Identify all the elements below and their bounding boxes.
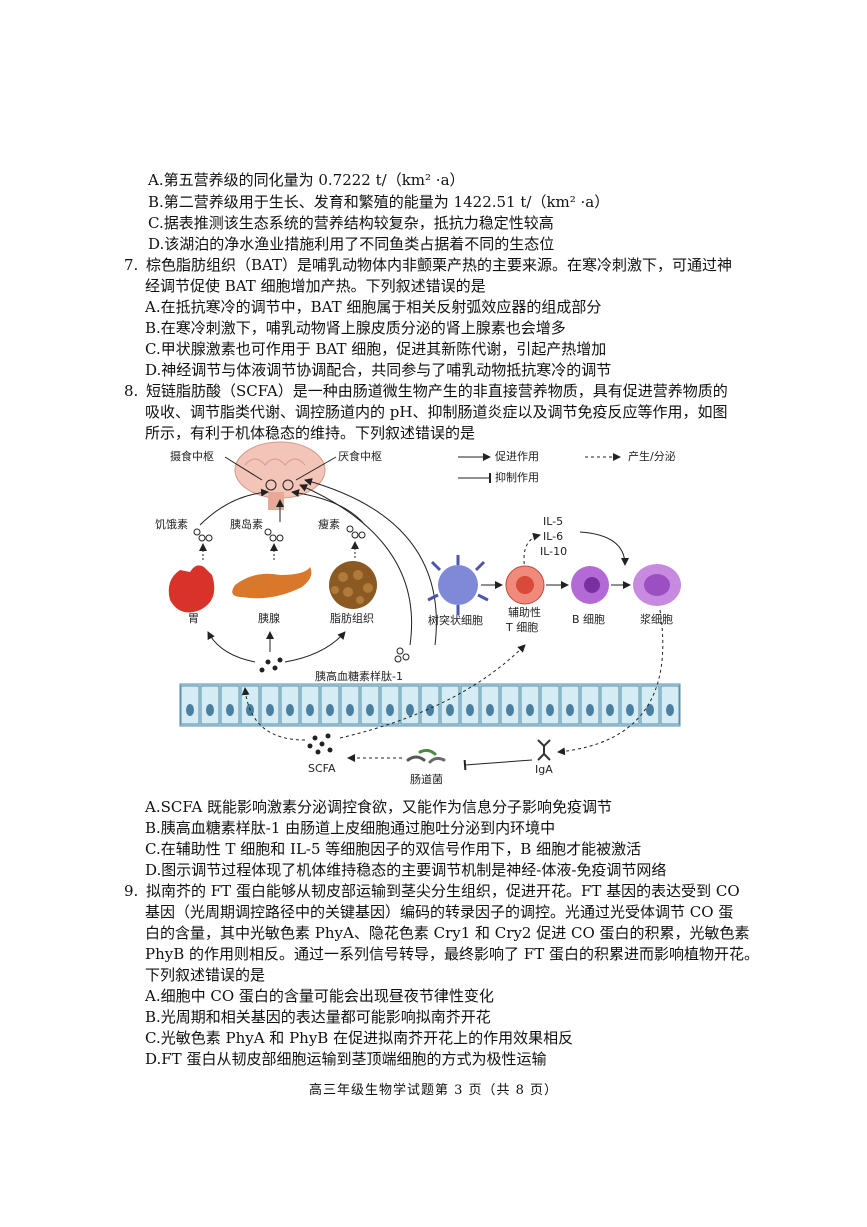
epithelial-nucleus: [206, 704, 214, 716]
page-footer: 高三年级生物学试题第 3 页（共 8 页）: [308, 1083, 559, 1098]
q6-option-d: D.该湖泊的净水渔业措施利用了不同鱼类占据着不同的生态位: [148, 235, 555, 253]
q7-stem-1: 棕色脂肪组织（BAT）是哺乳动物体内非颤栗产热的主要来源。在寒冷刺激下，可通过神: [146, 256, 733, 274]
brain-icon: [234, 441, 326, 510]
epithelial-nucleus: [666, 704, 674, 716]
stomach-label: 胃: [188, 612, 199, 625]
q9-option-d: D.FT 蛋白从韧皮部细胞运输到茎顶端细胞的方式为极性运输: [145, 1050, 547, 1068]
q9-option-a: A.细胞中 CO 蛋白的含量可能会出现昼夜节律性变化: [145, 987, 494, 1005]
epithelial-nucleus: [466, 704, 474, 716]
legend-inhibit: 抑制作用: [495, 470, 539, 484]
intestinal-epithelium: [179, 683, 681, 727]
epithelial-nucleus: [546, 704, 554, 716]
q8-option-b: B.胰高血糖素样肽-1 由肠道上皮细胞通过胞吐分泌到内环境中: [145, 819, 556, 837]
q7-option-d: D.神经调节与体液调节协调配合，共同参与了哺乳动物抵抗寒冷的调节: [145, 361, 612, 379]
epithelial-nucleus: [526, 704, 534, 716]
q7-number: 7.: [124, 256, 139, 274]
legend-produce: 产生/分泌: [628, 449, 676, 463]
epithelial-nucleus: [506, 704, 514, 716]
plasma-cell-label: 浆细胞: [640, 612, 673, 626]
pancreas-label: 胰腺: [258, 611, 280, 625]
q7-option-c: C.甲状腺激素也可作用于 BAT 细胞，促进其新陈代谢，引起产热增加: [145, 340, 607, 358]
dendritic-cell-icon: [427, 555, 489, 615]
epithelial-nucleus: [566, 704, 574, 716]
helper-t-cell-icon: [505, 565, 545, 605]
adipose-icon: [329, 561, 377, 609]
dendritic-cell-label: 树突状细胞: [428, 613, 483, 627]
pancreas-icon: [232, 567, 312, 599]
il6-label: IL-6: [543, 530, 563, 543]
iga-label: IgA: [535, 763, 553, 776]
epithelial-nucleus: [646, 704, 654, 716]
il10-label: IL-10: [540, 545, 567, 558]
satiety-center-label: 厌食中枢: [338, 449, 382, 463]
stomach-icon: [168, 565, 215, 613]
q7-option-b: B.在寒冷刺激下，哺乳动物肾上腺皮质分泌的肾上腺素也会增多: [145, 319, 566, 337]
il5-label: IL-5: [543, 515, 563, 528]
epithelial-nucleus: [586, 704, 594, 716]
q6-option-a: A.第五营养级的同化量为 0.7222 t/（km² ·a）: [148, 171, 465, 189]
plasma-cell-icon: [633, 564, 681, 606]
b-cell-label: B 细胞: [572, 613, 605, 626]
epithelial-nucleus: [186, 704, 194, 716]
epithelial-nucleus: [366, 704, 374, 716]
legend-promote: 促进作用: [495, 449, 539, 463]
q8-option-a: A.SCFA 既能影响激素分泌调控食欲，又能作为信息分子影响免疫调节: [145, 798, 613, 816]
q9-stem-5: 下列叙述错误的是: [145, 966, 266, 984]
q9-option-c: C.光敏色素 PhyA 和 PhyB 在促进拟南芥开花上的作用效果相反: [145, 1029, 574, 1047]
epithelial-nucleus: [286, 704, 294, 716]
feeding-center-label: 摄食中枢: [170, 449, 214, 463]
q6-option-b: B.第二营养级用于生长、发育和繁殖的能量为 1422.51 t/（km² ·a）: [148, 193, 610, 211]
epithelial-nucleus: [626, 704, 634, 716]
insulin-label: 胰岛素: [230, 517, 263, 531]
scfa-regulation-figure: 摄食中枢 厌食中枢 促进作用 抑制作用 产生/分泌 饥饿素 胰岛素 瘦素 胃 胰…: [155, 441, 681, 785]
q8-stem-1: 短链脂肪酸（SCFA）是一种由肠道微生物产生的非直接营养物质，具有促进营养物质的: [146, 382, 728, 400]
epithelial-nucleus: [266, 704, 274, 716]
q8-stem-3: 所示，有利于机体稳态的维持。下列叙述错误的是: [145, 424, 476, 442]
q7-option-a: A.在抵抗寒冷的调节中，BAT 细胞属于相关反射弧效应器的组成部分: [145, 298, 602, 316]
epithelial-nucleus: [406, 704, 414, 716]
q8-number: 8.: [124, 382, 139, 400]
q8-option-c: C.在辅助性 T 细胞和 IL-5 等细胞因子的双信号作用下，B 细胞才能被激活: [145, 840, 642, 858]
epithelial-nucleus: [446, 704, 454, 716]
ghrelin-label: 饥饿素: [155, 517, 188, 531]
q8-stem-2: 吸收、调节脂类代谢、调控肠道内的 pH、抑制肠道炎症以及调节免疫反应等作用，如图: [145, 403, 728, 421]
epithelial-nucleus: [386, 704, 394, 716]
scfa-label: SCFA: [308, 762, 336, 775]
helper-t-label-1: 辅助性: [508, 605, 541, 619]
q7-stem-2: 经调节促使 BAT 细胞增加产热。下列叙述错误的是: [145, 277, 486, 295]
leptin-label: 瘦素: [318, 517, 340, 531]
epithelial-nucleus: [486, 704, 494, 716]
epithelial-nucleus: [346, 704, 354, 716]
helper-t-label-2: T 细胞: [505, 621, 538, 634]
q9-stem-2: 基因（光周期调控路径中的关键基因）编码的转录因子的调控。光通过光受体调节 CO …: [145, 903, 734, 921]
adipose-label: 脂肪组织: [330, 611, 374, 625]
q6-option-c: C.据表推测该生态系统的营养结构较复杂，抵抗力稳定性较高: [148, 214, 554, 232]
gut-bacteria-label: 肠道菌: [410, 772, 443, 785]
epithelial-nucleus: [326, 704, 334, 716]
epithelial-nucleus: [606, 704, 614, 716]
b-cell-icon: [571, 566, 609, 604]
q9-stem-3: 白的含量，其中光敏色素 PhyA、隐花色素 Cry1 和 Cry2 促进 CO …: [145, 924, 750, 942]
glp1-label: 胰高血糖素样肽-1: [315, 669, 403, 683]
q9-stem-4: PhyB 的作用则相反。通过一系列信号转导，最终影响了 FT 蛋白的积累进而影响…: [145, 945, 759, 963]
q8-option-d: D.图示调节过程体现了机体维持稳态的主要调节机制是神经-体液-免疫调节网络: [145, 861, 667, 879]
q9-stem-1: 拟南芥的 FT 蛋白能够从韧皮部运输到茎尖分生组织，促进开花。FT 基因的表达受…: [146, 882, 740, 900]
epithelial-nucleus: [226, 704, 234, 716]
q9-number: 9.: [124, 882, 139, 900]
iga-icon: [537, 739, 551, 761]
gut-bacteria-icon: [406, 748, 446, 764]
epithelial-nucleus: [306, 704, 314, 716]
q9-option-b: B.光周期和相关基因的表达量都可能影响拟南芥开花: [145, 1008, 491, 1026]
